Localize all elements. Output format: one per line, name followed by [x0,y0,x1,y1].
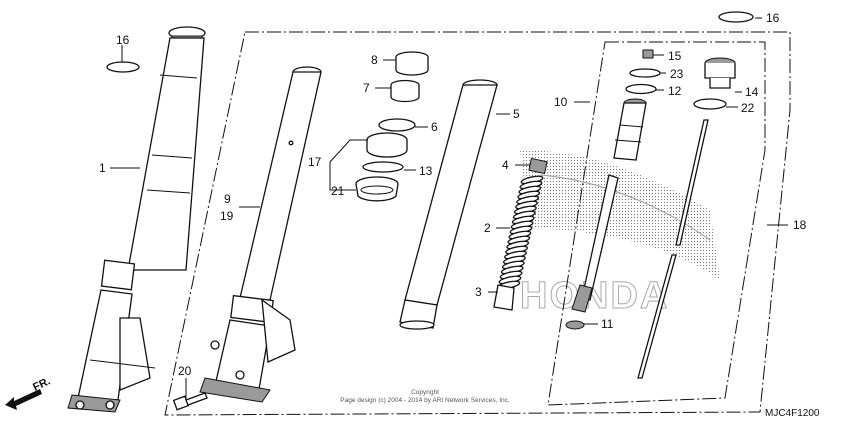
callout-16-right: 16 [766,11,780,25]
callout-7: 7 [363,81,370,95]
honda-wing-logo: HONDA [520,150,720,318]
callout-8: 8 [371,53,378,67]
callout-17: 17 [308,155,322,169]
callout-19: 19 [220,209,234,223]
o-ring-left [106,61,140,73]
copyright-line-2: Page design (c) 2004 - 2014 by ARI Netwo… [340,397,510,404]
damper-rod [637,119,709,379]
callout-15: 15 [668,49,682,63]
callout-10: 10 [554,95,568,109]
callout-9: 9 [224,192,231,206]
o-ring-right [718,11,754,23]
front-direction-arrow: FR. [5,375,52,410]
copyright-line-1: Copyright [411,389,439,396]
backup-ring [378,118,416,132]
o-ring-23 [629,68,661,78]
fork-tube [399,79,498,330]
callout-16-left: 16 [116,33,130,47]
assembly-boundary [164,31,791,416]
fork-assembly-complete [67,26,206,413]
callout-5: 5 [513,107,520,121]
callout-18: 18 [793,218,807,232]
leader-lines [110,17,788,398]
callout-21: 21 [331,184,345,198]
callout-4: 4 [502,158,509,172]
oil-lock-piece [565,320,585,330]
callout-1: 1 [99,161,106,175]
fork-bolt [704,57,736,89]
fork-bottom-case [199,66,322,403]
callout-2: 2 [484,221,491,235]
o-ring-22 [693,98,727,110]
callout-12: 12 [668,84,682,98]
callout-6: 6 [431,120,438,134]
bolt [172,392,208,411]
callout-23: 23 [670,67,684,81]
o-ring-12 [625,83,657,95]
lock-nut [642,49,654,59]
callout-11: 11 [601,317,614,331]
stopper-ring [362,161,404,173]
callout-3: 3 [475,285,482,299]
direction-label: FR. [31,375,52,393]
callout-22: 22 [741,101,755,115]
slider-bushing [395,51,429,76]
callout-14: 14 [745,85,759,99]
guide-bushing [390,79,420,103]
callout-13: 13 [419,164,433,178]
damper-cartridge [571,98,647,313]
oil-seal [366,132,408,158]
spring-seat [528,157,548,175]
dust-seal [355,176,399,202]
spring-collar [493,284,515,311]
cartridge-boundary [547,41,766,406]
callouts: 1 16 9 19 20 8 7 6 17 13 21 5 4 2 3 10 1… [99,11,807,378]
diagram-code: MJC4F1200 [765,408,820,419]
fork-spring [497,175,544,290]
callout-20: 20 [178,364,192,378]
